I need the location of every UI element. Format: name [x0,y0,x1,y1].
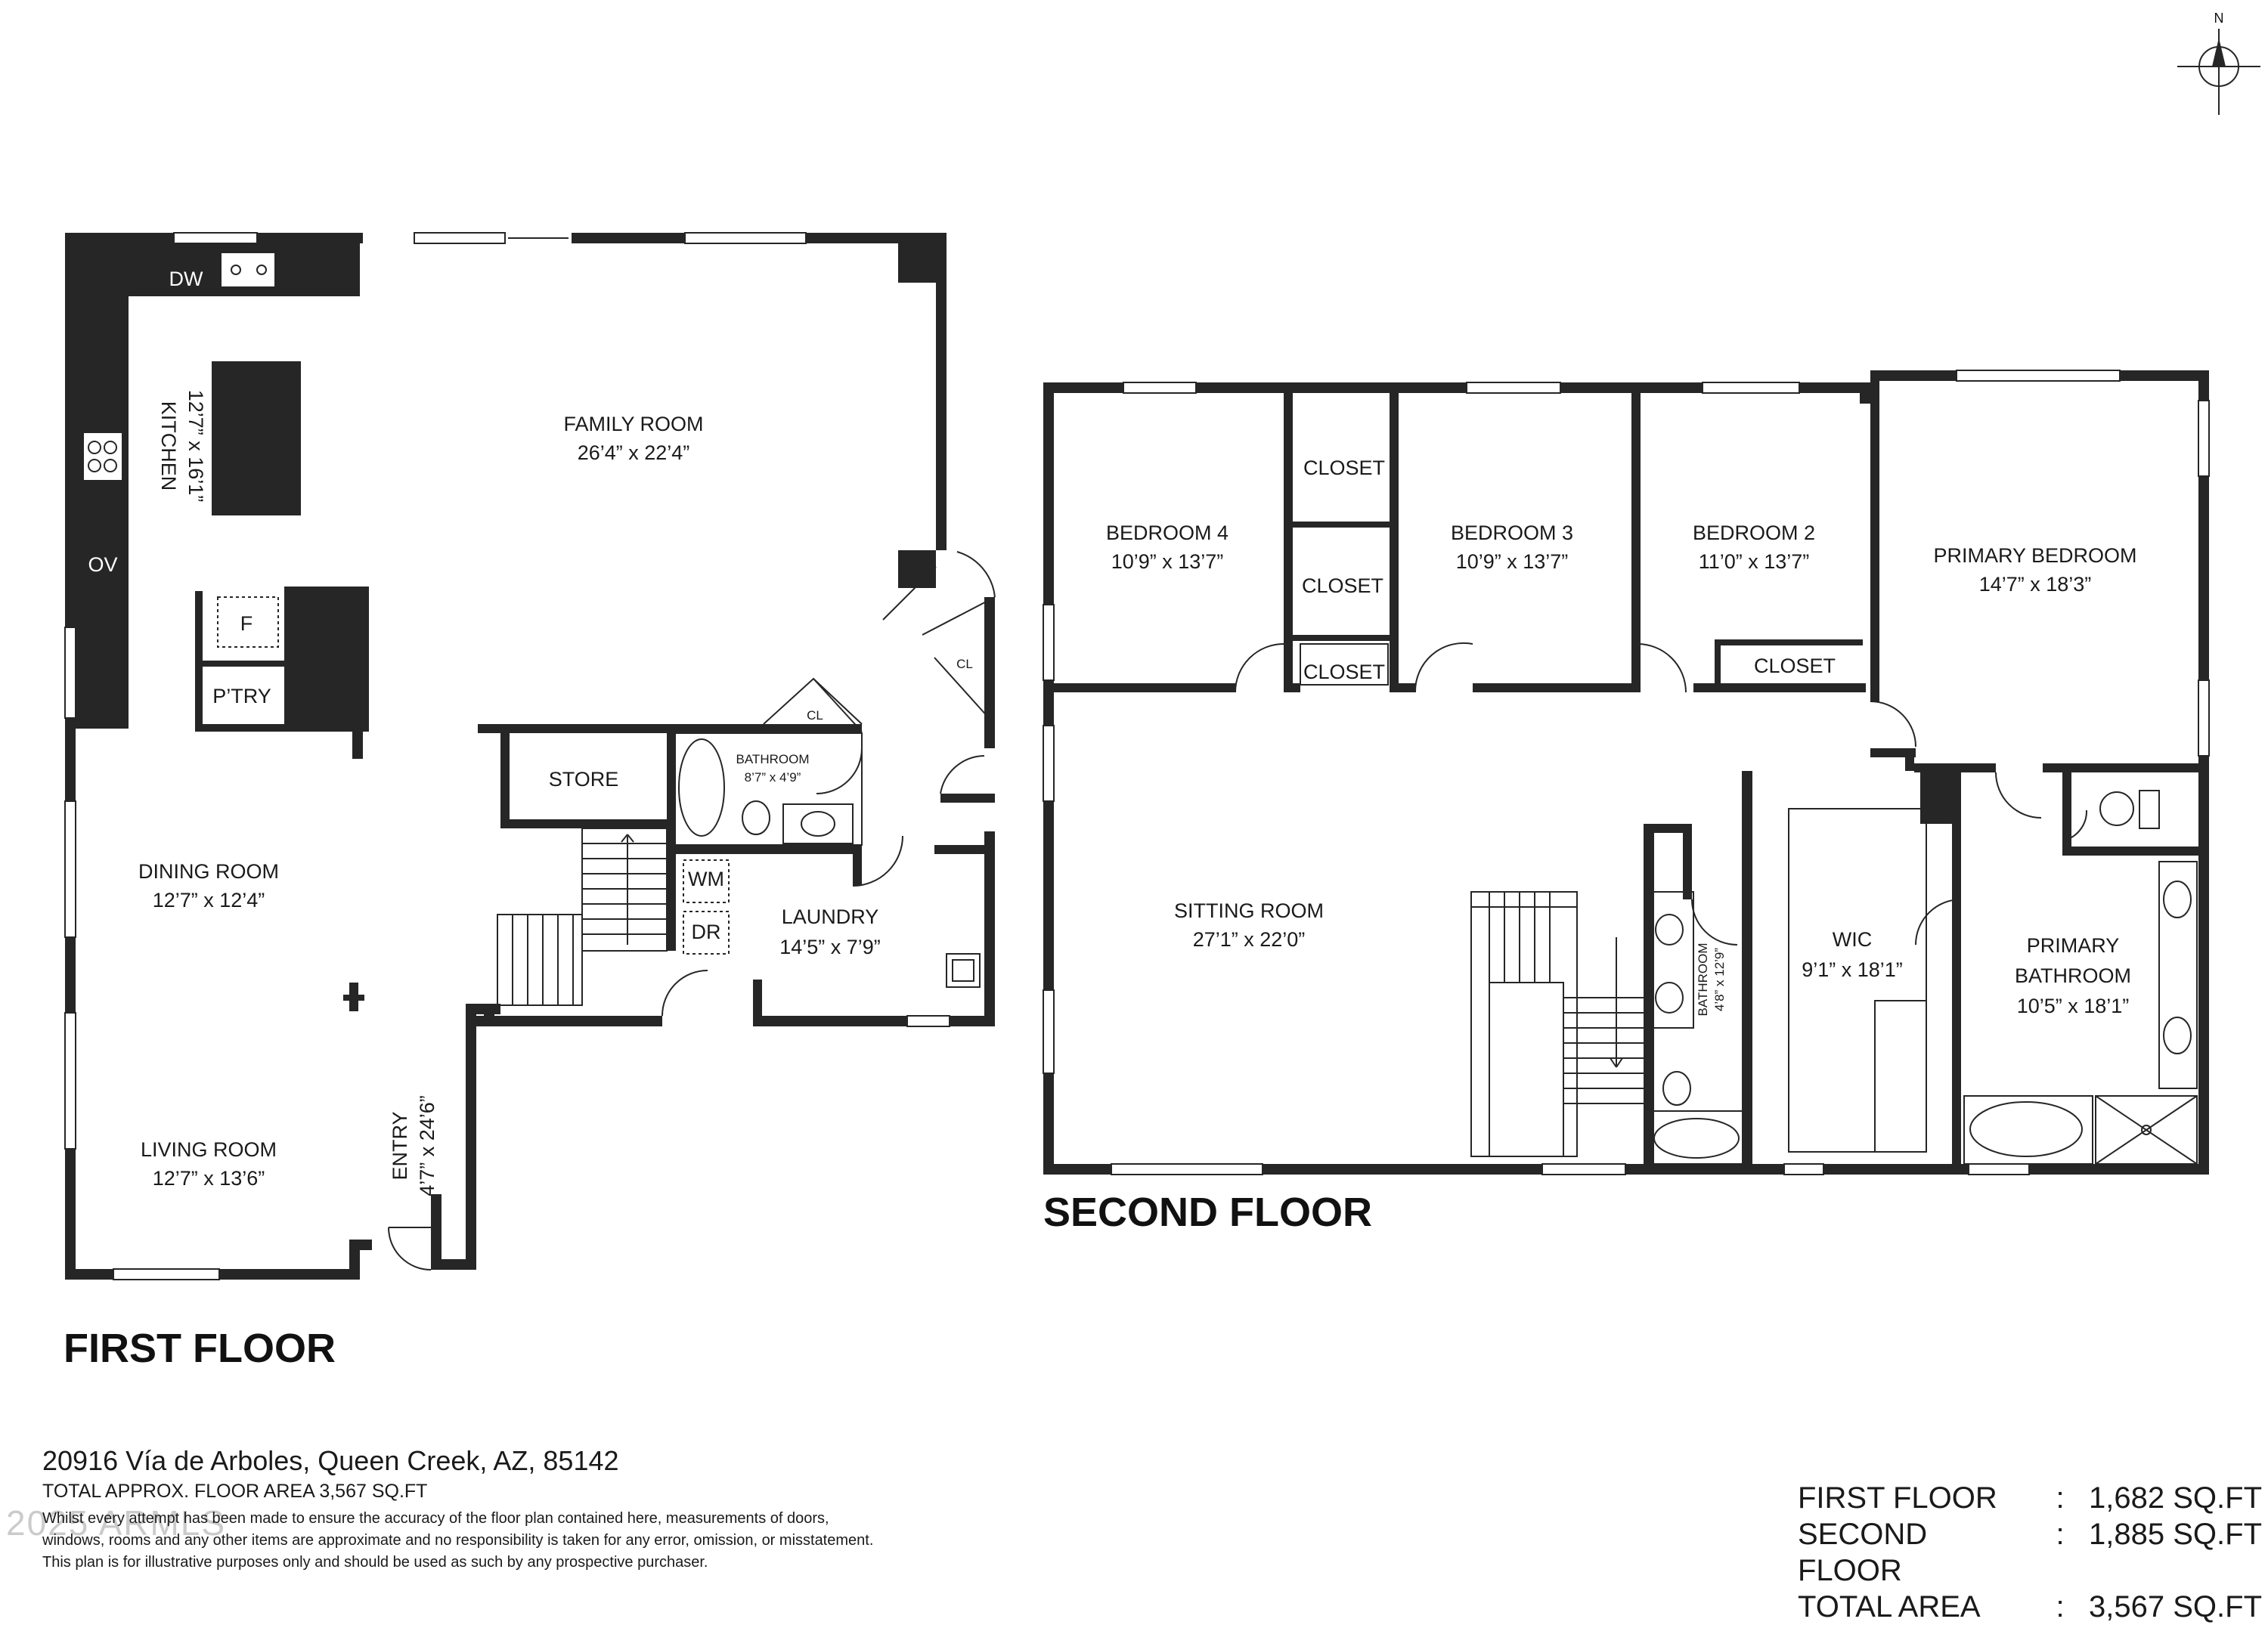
second-floor-title: SECOND FLOOR [1043,1190,1372,1235]
living-room-dims: 12’7” x 13’6” [153,1167,265,1190]
area-value: 1,682 SQ.FT [2089,1481,2262,1515]
first-floor-title: FIRST FLOOR [64,1326,336,1371]
disclaimer-line-3: This plan is for illustrative purposes o… [42,1554,708,1571]
address: 20916 Vía de Arboles, Queen Creek, AZ, 8… [42,1445,619,1476]
area-label: FIRST FLOOR [1798,1481,1997,1515]
entry-dims: 4’7” x 24’6” [416,1095,438,1196]
wic-dims: 9’1” x 18’1” [1802,958,1903,981]
bathroom-2-name: BATHROOM [1696,943,1710,1017]
closet-label-b: CLOSET [1302,574,1383,597]
area-label: SECOND FLOOR [1798,1518,1928,1587]
closet-label-d: CLOSET [1754,655,1836,677]
dryer-label: DR [692,921,721,943]
area-value: 3,567 SQ.FT [2089,1590,2262,1623]
kitchen-name: KITCHEN [157,401,180,491]
bathroom-2-dims: 4’8” x 12’9” [1712,948,1727,1011]
living-room-name: LIVING ROOM [141,1138,277,1161]
dining-room-dims: 12’7” x 12’4” [153,889,265,912]
closet-label-c: CLOSET [1303,661,1385,683]
bedroom-4-dims: 10’9” x 13’7” [1111,550,1224,573]
closet-label-2: CL [956,657,973,671]
area-value: 1,885 SQ.FT [2089,1518,2262,1551]
entry-name: ENTRY [389,1111,411,1180]
primary-bedroom-dims: 14’7” x 18’3” [1979,573,2092,596]
second-floor-plan [1043,370,2210,1175]
fridge-label: F [240,612,253,635]
total-floor-area: TOTAL APPROX. FLOOR AREA 3,567 SQ.FT [42,1481,428,1502]
first-floor-plan [64,232,996,1280]
compass-icon: N [2177,11,2260,115]
area-colon: : [2056,1518,2065,1551]
bathroom-1-name: BATHROOM [736,752,810,766]
area-colon: : [2056,1481,2065,1515]
laundry-name: LAUNDRY [782,905,879,928]
laundry-dims: 14’5” x 7’9” [779,936,881,958]
sitting-room-name: SITTING ROOM [1174,899,1324,922]
area-row: SECOND FLOOR : 1,885 SQ.FT [1798,1516,2262,1589]
bedroom-3-name: BEDROOM 3 [1451,522,1573,544]
primary-bathroom-name-1: PRIMARY [2027,934,2120,957]
family-room-dims: 26’4” x 22’4” [578,441,690,464]
bedroom-2-name: BEDROOM 2 [1693,522,1815,544]
bedroom-3-dims: 10’9” x 13’7” [1456,550,1569,573]
closet-label-a: CLOSET [1303,457,1385,479]
store-label: STORE [549,768,619,791]
bathroom-1-dims: 8’7” x 4’9” [745,770,801,785]
pantry-label: P’TRY [212,685,271,707]
dining-room-name: DINING ROOM [138,860,279,883]
closet-label-1: CL [807,708,823,723]
area-row: TOTAL AREA : 3,567 SQ.FT [1798,1589,2262,1625]
wic-name: WIC [1833,928,1872,951]
area-colon: : [2056,1590,2065,1623]
disclaimer: Whilst every attempt has been made to en… [42,1508,1025,1574]
sitting-room-dims: 27’1” x 22’0” [1193,928,1306,951]
primary-bathroom-dims: 10’5” x 18’1” [2017,995,2130,1017]
bedroom-2-dims: 11’0” x 13’7” [1699,550,1810,573]
primary-bathroom-name-2: BATHROOM [2015,964,2131,987]
bedroom-4-name: BEDROOM 4 [1106,522,1228,544]
family-room-name: FAMILY ROOM [563,413,703,435]
washer-label: WM [688,868,724,890]
disclaimer-line-1: Whilst every attempt has been made to en… [42,1510,829,1527]
kitchen-dims: 12’7” x 16’1” [184,390,207,503]
compass-north-label: N [2214,11,2224,26]
oven-label: OV [88,553,117,576]
area-label: TOTAL AREA [1798,1590,1981,1623]
watermark: 2025 ARMLS [6,1503,227,1543]
disclaimer-line-2: windows, rooms and any other items are a… [42,1532,874,1549]
primary-bedroom-name: PRIMARY BEDROOM [1933,544,2136,567]
dishwasher-label: DW [169,268,203,290]
area-summary: FIRST FLOOR : 1,682 SQ.FT SECOND FLOOR :… [1798,1480,2262,1625]
area-row: FIRST FLOOR : 1,682 SQ.FT [1798,1480,2262,1516]
